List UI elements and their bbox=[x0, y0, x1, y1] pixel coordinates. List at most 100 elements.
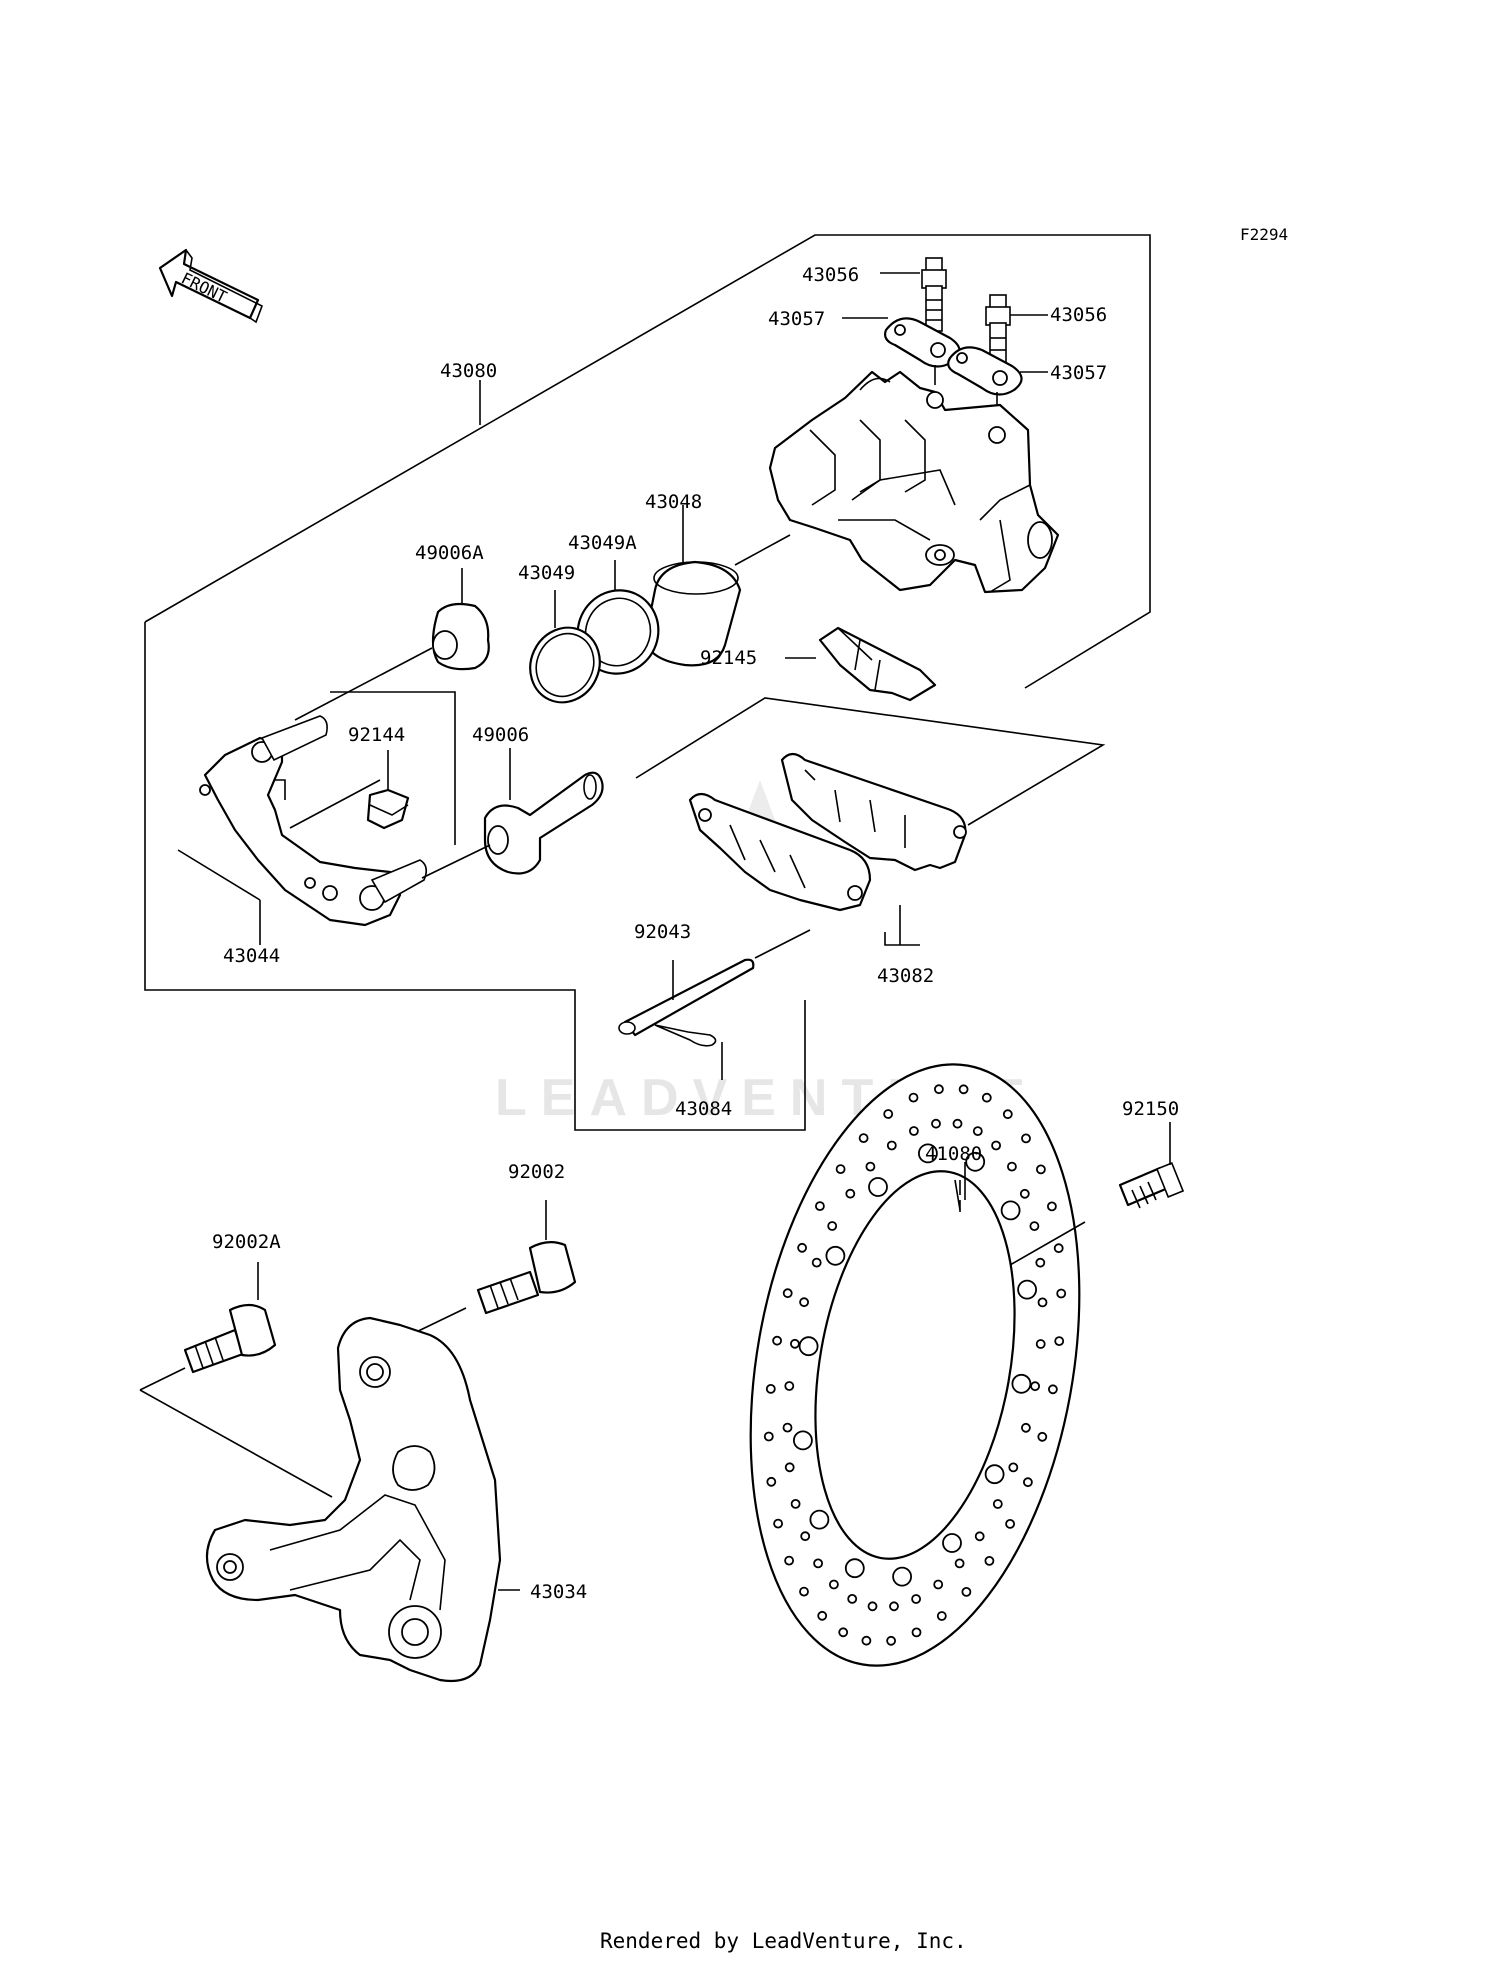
label-49006: 49006 bbox=[472, 724, 529, 746]
disc-vent-hole bbox=[1021, 1133, 1031, 1144]
disc-vent-hole bbox=[908, 1092, 919, 1103]
label-43057-left: 43057 bbox=[768, 308, 825, 330]
disc-vent-hole bbox=[765, 1384, 776, 1394]
disc-vent-hole bbox=[1019, 1188, 1030, 1199]
boot-upper bbox=[294, 568, 490, 721]
label-43056-left: 43056 bbox=[802, 264, 859, 286]
disc-mount-hole bbox=[868, 1177, 888, 1197]
disc-vent-hole bbox=[847, 1594, 858, 1604]
disc-mount-hole bbox=[844, 1558, 865, 1579]
label-43082: 43082 bbox=[877, 965, 934, 987]
disc-mount-hole bbox=[1011, 1373, 1032, 1394]
disc-vent-hole bbox=[861, 1635, 872, 1646]
disc-vent-hole bbox=[1030, 1381, 1040, 1392]
disc-vent-hole bbox=[883, 1109, 894, 1119]
disc-vent-hole bbox=[886, 1140, 897, 1151]
disc-vent-hole bbox=[827, 1221, 838, 1231]
front-arrow-icon: FRONT bbox=[158, 248, 264, 324]
disc-vent-hole bbox=[858, 1133, 869, 1143]
disc-vent-hole bbox=[911, 1594, 921, 1604]
disc-vent-hole bbox=[784, 1555, 794, 1566]
label-43056-right: 43056 bbox=[1050, 304, 1107, 326]
disc-mount-hole bbox=[942, 1533, 962, 1553]
label-41080: 41080 bbox=[925, 1143, 982, 1165]
disc-vent-hole bbox=[1035, 1339, 1046, 1349]
disc-mount-hole bbox=[825, 1245, 846, 1266]
footer-credit: Rendered by LeadVenture, Inc. bbox=[600, 1929, 967, 1953]
disc-vent-hole bbox=[984, 1556, 995, 1566]
disc-vent-hole bbox=[784, 1381, 795, 1391]
disc-vent-hole bbox=[931, 1118, 941, 1129]
disc-vent-hole bbox=[1056, 1288, 1067, 1299]
label-43049: 43049 bbox=[518, 562, 575, 584]
disc-vent-hole bbox=[817, 1610, 828, 1621]
holder-clip bbox=[366, 750, 410, 830]
disc-vent-hole bbox=[797, 1242, 807, 1253]
disc-vent-hole bbox=[782, 1288, 793, 1299]
label-43049A: 43049A bbox=[568, 532, 637, 554]
brake-pads bbox=[688, 752, 967, 945]
disc-vent-hole bbox=[952, 1118, 963, 1129]
disc-vent-hole bbox=[784, 1462, 795, 1473]
disc-bolt bbox=[1118, 1122, 1185, 1209]
disc-mount-hole bbox=[809, 1509, 830, 1530]
disc-mount-hole bbox=[984, 1464, 1005, 1485]
disc-mount-hole bbox=[798, 1336, 819, 1357]
disc-vent-hole bbox=[958, 1084, 969, 1095]
disc-vent-hole bbox=[936, 1611, 947, 1621]
disc-vent-hole bbox=[1002, 1109, 1013, 1120]
disc-vent-hole bbox=[829, 1579, 839, 1590]
caliper-body bbox=[768, 370, 1060, 594]
piston bbox=[643, 505, 742, 667]
disc-vent-hole bbox=[773, 1518, 783, 1529]
disc-vent-hole bbox=[815, 1201, 825, 1211]
disc-vent-hole bbox=[763, 1431, 774, 1442]
bleeder-valve-right bbox=[985, 294, 1048, 369]
disc-vent-hole bbox=[835, 1164, 846, 1174]
disc-vent-hole bbox=[790, 1338, 800, 1349]
disc-vent-hole bbox=[1008, 1462, 1019, 1473]
disc-vent-hole bbox=[889, 1601, 899, 1612]
disc-mount-hole bbox=[918, 1143, 938, 1164]
disc-vent-hole bbox=[954, 1558, 965, 1569]
bleeder-cap-left bbox=[842, 317, 961, 385]
disc-vent-hole bbox=[838, 1627, 849, 1638]
disc-vent-hole bbox=[886, 1635, 896, 1646]
disc-vent-hole bbox=[911, 1627, 922, 1638]
label-43057-right: 43057 bbox=[1050, 362, 1107, 384]
disc-vent-hole bbox=[933, 1579, 944, 1590]
piston-seal bbox=[529, 590, 601, 704]
caliper-bracket bbox=[205, 1316, 520, 1683]
disc-vent-hole bbox=[799, 1586, 809, 1597]
brake-disc bbox=[749, 1063, 1086, 1667]
disc-vent-hole bbox=[1035, 1257, 1046, 1268]
bracket-bolt-lower bbox=[139, 1262, 277, 1391]
disc-vent-hole bbox=[800, 1531, 811, 1542]
disc-vent-hole bbox=[1047, 1201, 1057, 1212]
disc-vent-hole bbox=[1037, 1431, 1048, 1442]
label-43084: 43084 bbox=[675, 1098, 732, 1120]
label-92002A: 92002A bbox=[212, 1231, 281, 1253]
disc-vent-hole bbox=[1023, 1477, 1033, 1488]
label-43080: 43080 bbox=[440, 360, 497, 382]
disc-vent-hole bbox=[1021, 1422, 1031, 1433]
disc-vent-hole bbox=[992, 1499, 1003, 1509]
caliper-assembly-outline bbox=[144, 234, 1151, 689]
disc-mount-hole bbox=[793, 1430, 813, 1451]
label-92144: 92144 bbox=[348, 724, 405, 746]
disc-vent-hole bbox=[1007, 1161, 1017, 1172]
disc-vent-hole bbox=[845, 1188, 856, 1199]
disc-vent-hole bbox=[974, 1531, 985, 1542]
disc-vent-hole bbox=[1054, 1336, 1065, 1346]
disc-vent-hole bbox=[813, 1558, 823, 1569]
label-43034: 43034 bbox=[530, 1581, 587, 1603]
disc-vent-hole bbox=[1036, 1164, 1046, 1175]
disc-vent-hole bbox=[865, 1161, 876, 1172]
disc-mount-hole bbox=[892, 1566, 912, 1587]
disc-vent-hole bbox=[1005, 1519, 1015, 1529]
label-43048: 43048 bbox=[645, 491, 702, 513]
disc-mount-hole bbox=[1017, 1279, 1037, 1300]
disc-vent-hole bbox=[1029, 1221, 1040, 1231]
label-49006A: 49006A bbox=[415, 542, 484, 564]
disc-vent-hole bbox=[1048, 1384, 1058, 1395]
